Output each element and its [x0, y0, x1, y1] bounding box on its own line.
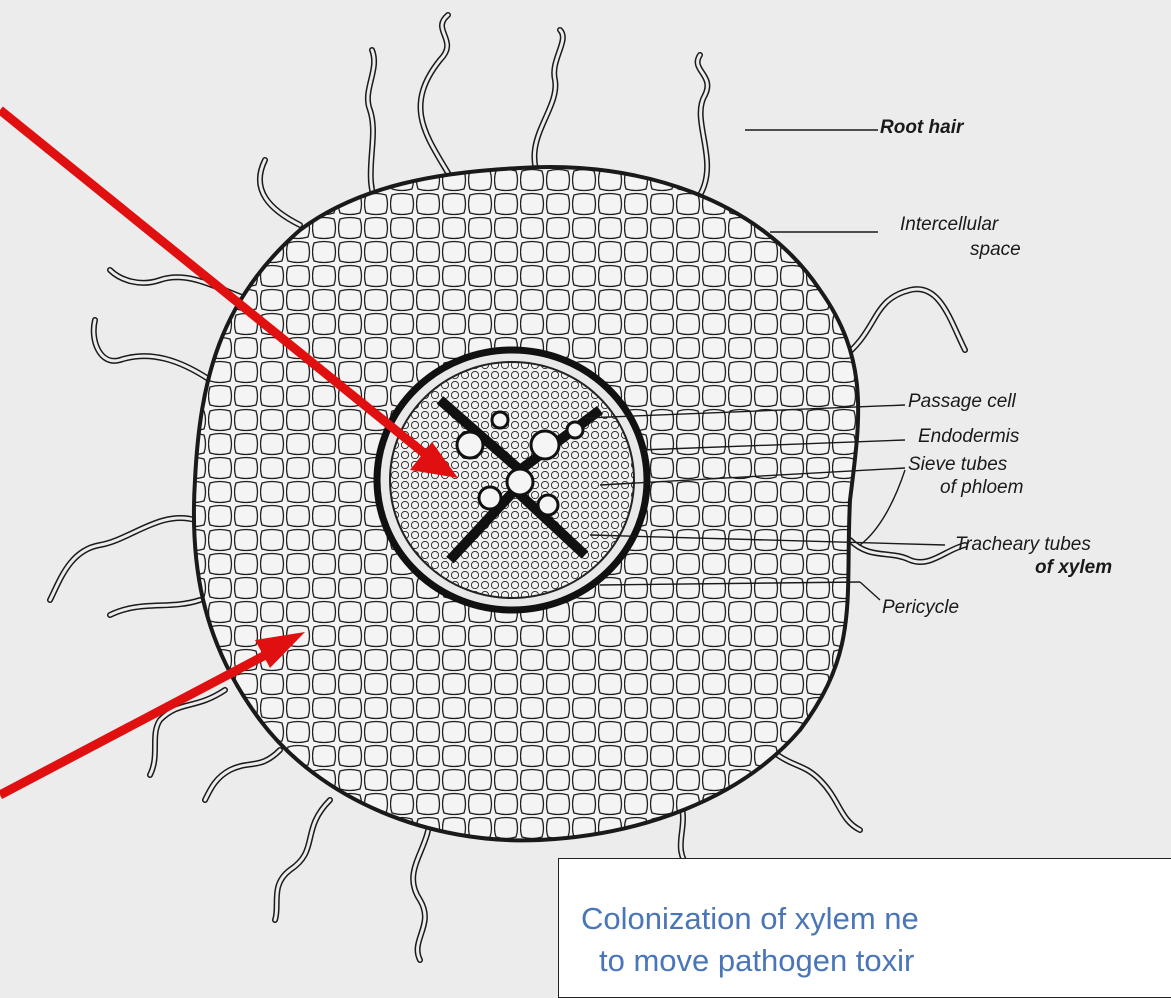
label-endodermis: Endodermis	[918, 427, 1019, 447]
label-root-hair: Root hair	[880, 118, 963, 138]
label-tracheary-tubes: Tracheary tubes	[955, 535, 1091, 555]
arrow-to-cortex-line	[0, 650, 275, 795]
caption-line-2: to move pathogen toxir	[599, 943, 914, 979]
label-space: space	[970, 240, 1021, 260]
label-of-phloem: of phloem	[940, 478, 1023, 498]
label-pericycle: Pericycle	[882, 598, 959, 618]
caption-box: Colonization of xylem ne to move pathoge…	[558, 858, 1171, 998]
label-sieve-tubes: Sieve tubes	[908, 455, 1007, 475]
label-intercellular: Intercellular	[900, 215, 998, 235]
caption-line-1: Colonization of xylem ne	[581, 901, 919, 937]
label-of-xylem: of xylem	[1035, 558, 1112, 578]
label-passage-cell: Passage cell	[908, 392, 1016, 412]
